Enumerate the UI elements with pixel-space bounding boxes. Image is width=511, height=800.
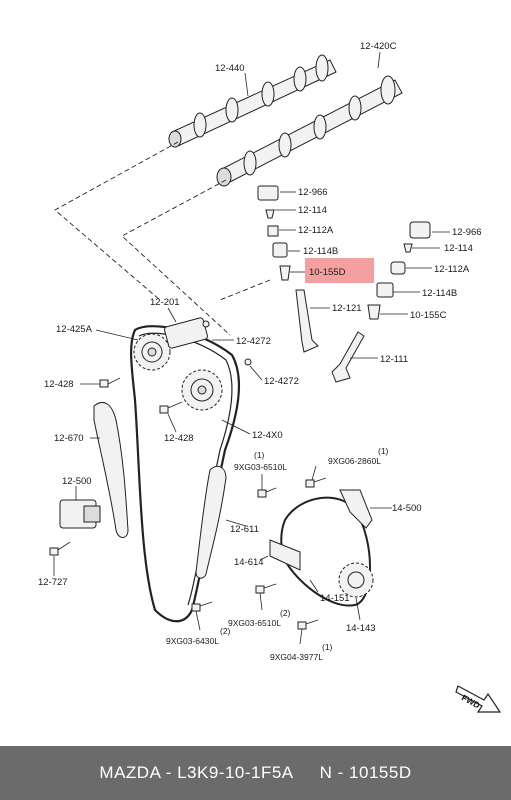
- bolt-9xg03-6510l-b: [255, 583, 277, 594]
- label-12-420c: 12-420C: [360, 41, 397, 52]
- label-12-114-a: 12-114: [298, 205, 327, 216]
- label-fwd: FWD: [460, 692, 482, 710]
- label-12-428-a: 12-428: [44, 379, 74, 390]
- label-14-151: 14-151: [320, 593, 350, 604]
- chain-guide-right: [195, 465, 227, 579]
- exhaust-camshaft: [216, 75, 403, 187]
- label-14-500: 14-500: [392, 503, 422, 514]
- valve-parts-right: [331, 221, 431, 383]
- label-14-143: 14-143: [346, 623, 376, 634]
- label-12-611: 12-611: [230, 524, 259, 535]
- chain-guide-14-614: [269, 539, 301, 571]
- label-9xg03-6510l-b-count: (2): [280, 608, 291, 618]
- label-12-201: 12-201: [150, 297, 180, 308]
- label-12-500: 12-500: [62, 476, 92, 487]
- label-9xg03-6510l-b: 9XG03-6510L: [228, 618, 281, 628]
- highlight-10-155d: [305, 258, 374, 283]
- label-12-425a: 12-425A: [56, 324, 93, 335]
- bolt-12-428a: [99, 377, 121, 388]
- part-number-bar: MAZDA - L3K9-10-1F5A N - 10155D: [0, 746, 511, 800]
- label-12-112a-b: 12-112A: [434, 264, 470, 275]
- fwd-arrow-icon: [455, 685, 502, 713]
- label-9xg03-6510l-a-count: (1): [254, 450, 265, 460]
- chain-guide-left: [93, 402, 129, 538]
- bolt-9xg03-6430l: [191, 601, 213, 612]
- label-12-114b-a: 12-114B: [303, 246, 338, 257]
- label-14-614: 14-614: [234, 557, 264, 568]
- label-12-112a-a: 12-112A: [298, 225, 334, 236]
- label-9xg04-3977l-count: (1): [322, 642, 333, 652]
- intake-sprocket: [133, 333, 171, 371]
- label-9xg03-6430l: 9XG03-6430L: [166, 636, 219, 646]
- bolt-9xg06-2860l: [305, 477, 327, 488]
- label-12-114-b: 12-114: [444, 243, 473, 254]
- label-12-670: 12-670: [54, 433, 84, 444]
- exhaust-sprocket: [181, 369, 223, 411]
- chain-tensioner: [49, 499, 101, 556]
- label-12-966-a: 12-966: [298, 187, 328, 198]
- bolt-9xg03-6510l-a: [257, 487, 277, 498]
- n-part-number: N - 10155D: [319, 763, 412, 782]
- label-9xg03-6430l-count: (2): [220, 626, 231, 636]
- label-9xg03-6510l-a: 9XG03-6510L: [234, 462, 287, 472]
- label-12-121: 12-121: [332, 303, 362, 314]
- label-12-966-b: 12-966: [452, 227, 482, 238]
- label-9xg04-3977l: 9XG04-3977L: [270, 652, 323, 662]
- label-10-155d: 10-155D: [309, 267, 346, 278]
- oil-pump-guide-14-500: [339, 489, 373, 529]
- intake-camshaft: [168, 54, 337, 148]
- vvt-actuator: [164, 317, 208, 349]
- brand-part-number: MAZDA - L3K9-10-1F5A: [99, 763, 294, 782]
- label-12-4272-a: 12-4272: [236, 336, 271, 347]
- bolt-9xg04-3977l: [297, 619, 319, 630]
- label-12-428-b: 12-428: [164, 433, 194, 444]
- label-10-155c: 10-155C: [410, 310, 447, 321]
- parts-diagram: 12-420C 12-440 12-966 12-114 12-112A 12-…: [38, 41, 502, 713]
- label-12-440: 12-440: [215, 63, 245, 74]
- label-9xg06-2860l-count: (1): [378, 446, 389, 456]
- label-12-4x0: 12-4X0: [252, 430, 283, 441]
- label-12-727: 12-727: [38, 577, 68, 588]
- bolt-12-428b: [159, 401, 183, 414]
- label-12-111: 12-111: [380, 354, 408, 365]
- label-12-4272-b: 12-4272: [264, 376, 299, 387]
- label-9xg06-2860l: 9XG06-2860L: [328, 456, 381, 466]
- label-12-114b-b: 12-114B: [422, 288, 457, 299]
- valve-parts-left: [257, 185, 319, 353]
- oil-pump-sprocket: [338, 562, 374, 598]
